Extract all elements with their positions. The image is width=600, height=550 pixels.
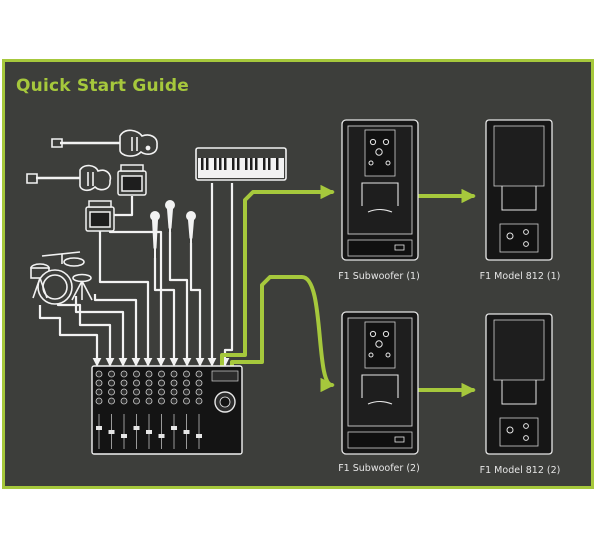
mixer-knob [158, 370, 165, 378]
output-cables [220, 184, 476, 398]
mixer-knob [158, 388, 165, 396]
mixer-knob [120, 379, 128, 387]
fader-cap [196, 434, 202, 438]
electric-guitar-icon [26, 164, 112, 192]
mixer-knob [158, 397, 165, 405]
microphone-icon [186, 211, 196, 244]
mixer-knob [195, 370, 203, 378]
page-title: Quick Start Guide [16, 76, 189, 96]
mixer-knob [120, 388, 128, 396]
mixing-console-icon [91, 365, 243, 455]
bass-guitar-icon [51, 129, 158, 157]
mixer-knob [145, 397, 153, 405]
mixer-knob [145, 379, 153, 387]
mixer-knob [108, 388, 115, 396]
mixer-knob [170, 370, 178, 378]
mixer-knob [145, 370, 153, 378]
mixer-knob [183, 370, 190, 378]
mixer-knob [170, 397, 178, 405]
mixer-knob [133, 379, 140, 387]
mixer-knob [95, 388, 103, 396]
microphone-icon [150, 211, 160, 258]
mixer-knob [183, 397, 190, 405]
mixer-knob [95, 397, 103, 405]
mixer-knob [120, 397, 128, 405]
subwoofer-2-label: F1 Subwoofer (2) [338, 463, 420, 474]
fader-cap [121, 434, 127, 438]
mixer-knob [95, 370, 103, 378]
mixer-knob [183, 379, 190, 387]
drum-kit-icon [30, 251, 93, 305]
mixer-knob [120, 370, 128, 378]
mixer-knob [195, 379, 203, 387]
mixer-knob [133, 397, 140, 405]
guitar-amp-icon [85, 200, 115, 232]
fader-cap [183, 430, 190, 434]
mixer-knob [170, 379, 178, 387]
mixer-knob [195, 388, 203, 396]
mixer-knob [95, 379, 103, 387]
model-812-2-label: F1 Model 812 (2) [480, 465, 561, 476]
mixer-knob [195, 397, 203, 405]
mixer-knob [108, 397, 115, 405]
mixer-knob [133, 370, 140, 378]
fader-cap [96, 426, 102, 430]
subwoofer-2 [341, 311, 419, 455]
model-812-1 [485, 119, 553, 261]
microphone-icon [165, 200, 175, 234]
mixer-knob [183, 388, 190, 396]
model-812-1-label: F1 Model 812 (1) [480, 271, 561, 282]
subwoofer-1-label: F1 Subwoofer (1) [338, 271, 420, 282]
fader-cap [133, 426, 140, 430]
fader-cap [171, 426, 177, 430]
keyboard-icon [195, 147, 287, 181]
fader-cap [158, 434, 165, 438]
subwoofer-1 [341, 119, 419, 261]
fader-cap [108, 430, 115, 434]
fader-cap [146, 430, 152, 434]
mixer-knob [170, 388, 178, 396]
mixer-knob [108, 379, 115, 387]
mixer-knob [108, 370, 115, 378]
mixer-knob [133, 388, 140, 396]
mixer-knob [145, 388, 153, 396]
mixer-knob [158, 379, 165, 387]
input-cables [38, 183, 234, 367]
model-812-2 [485, 313, 553, 455]
guitar-amp-icon [117, 164, 147, 196]
